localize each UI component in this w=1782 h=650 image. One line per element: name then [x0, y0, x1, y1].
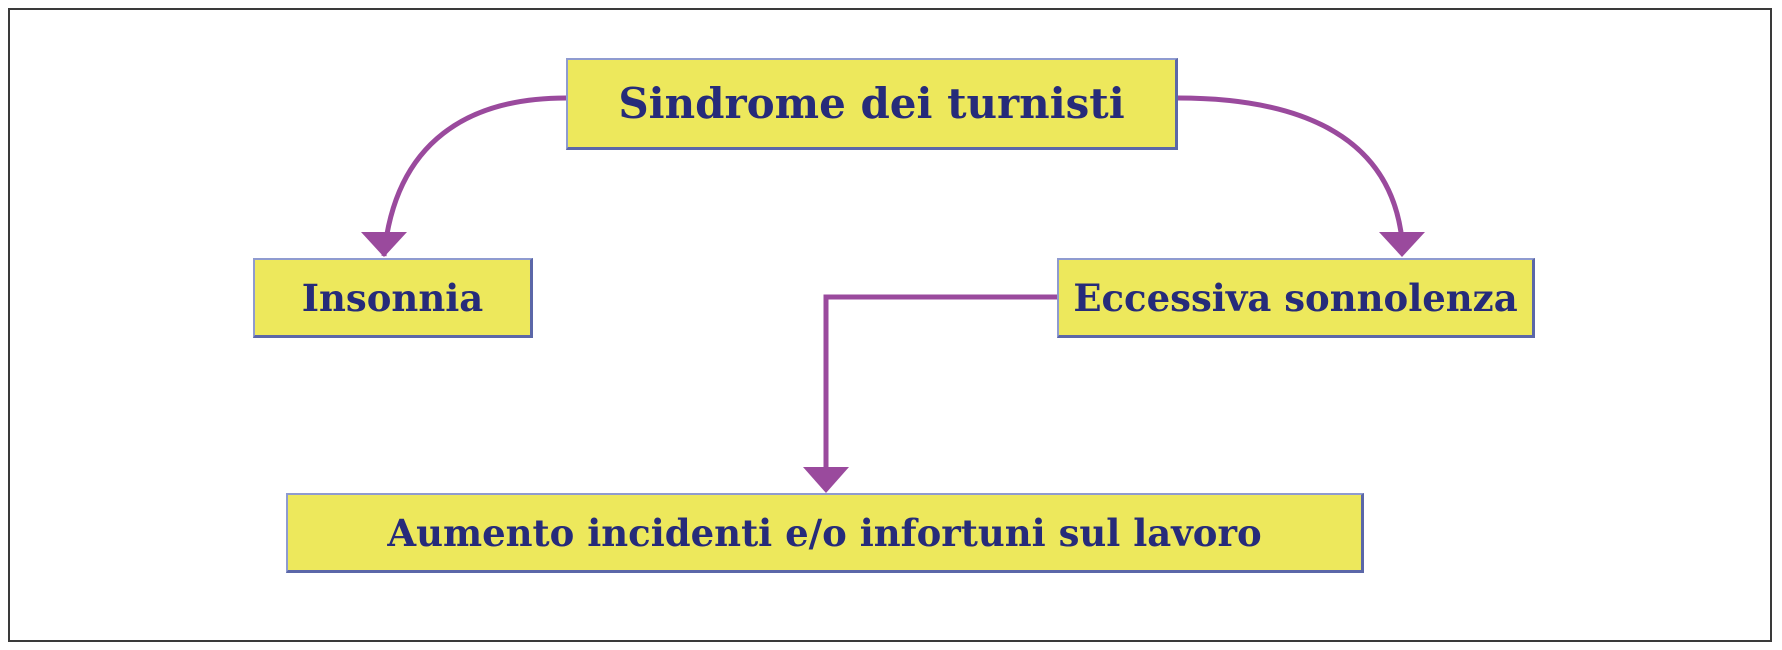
node-left-label: Insonnia [301, 275, 484, 320]
node-sindrome-dei-turnisti: Sindrome dei turnisti [566, 58, 1178, 150]
arrow-root-to-insonnia [381, 95, 567, 257]
arrowhead-sonnolenza [1379, 232, 1425, 257]
arrow-sonnolenza-to-incidenti [823, 294, 1057, 470]
arrowhead-incidenti [803, 467, 849, 493]
arrowhead-insonnia [361, 232, 407, 257]
arrow-root-to-sonnolenza [1177, 95, 1405, 241]
node-insonnia: Insonnia [253, 258, 533, 338]
node-bottom-label: Aumento incidenti e/o infortuni sul lavo… [387, 510, 1262, 555]
node-right-label: Eccessiva sonnolenza [1073, 275, 1518, 320]
node-aumento-incidenti: Aumento incidenti e/o infortuni sul lavo… [286, 493, 1364, 573]
node-root-label: Sindrome dei turnisti [618, 79, 1125, 128]
node-eccessiva-sonnolenza: Eccessiva sonnolenza [1057, 258, 1535, 338]
